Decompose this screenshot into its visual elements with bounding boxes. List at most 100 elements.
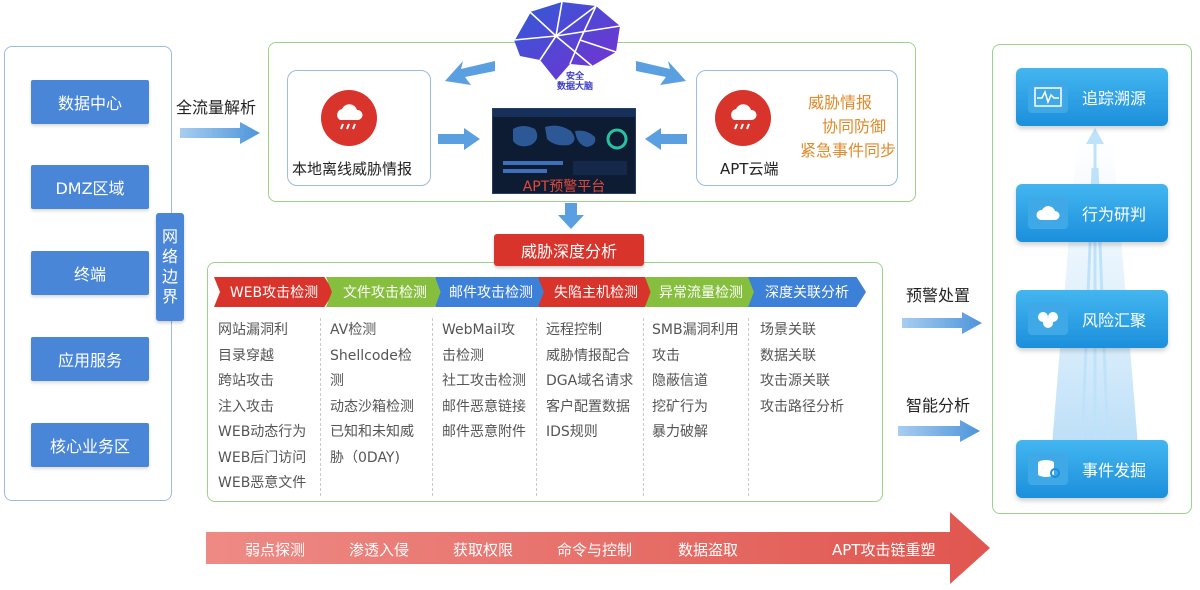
network-border-char: 界 bbox=[161, 287, 178, 306]
smart-analysis-label: 智能分析 bbox=[906, 396, 971, 415]
cloud-feature-sync: 紧急事件同步 bbox=[800, 141, 897, 160]
kill-chain-stage-reshape: APT攻击链重塑 bbox=[832, 541, 936, 559]
behavior-judgment-label: 行为研判 bbox=[1082, 205, 1147, 224]
list-item: WEB恶意文件 bbox=[218, 475, 307, 491]
rain-cloud-icon bbox=[321, 90, 377, 146]
compromised-host-list: 远程控制 威胁情报配合 DGA域名请求 客户配置数据 IDS规则 bbox=[546, 318, 633, 446]
zone-terminal[interactable]: 终端 bbox=[31, 251, 149, 295]
list-item: WEB后门访问 bbox=[218, 449, 307, 466]
local-to-platform-arrow bbox=[438, 128, 480, 150]
category-abnormal-traffic[interactable]: 异常流量检测 bbox=[645, 277, 757, 307]
category-web-attack[interactable]: WEB攻击检测 bbox=[214, 277, 334, 307]
kill-chain-stage-probe: 弱点探测 bbox=[245, 541, 306, 559]
category-deep-correlation[interactable]: 深度关联分析 bbox=[748, 277, 866, 307]
full-traffic-arrow bbox=[180, 122, 260, 144]
database-search-icon bbox=[1028, 453, 1068, 485]
list-item: 隐蔽信道 bbox=[652, 373, 708, 389]
alert-handling-arrow bbox=[902, 312, 982, 334]
network-border-bar: 网 络 边 界 bbox=[156, 213, 184, 321]
list-item: Shellcode检 bbox=[330, 347, 412, 364]
zone-dmz[interactable]: DMZ区域 bbox=[31, 165, 149, 209]
list-item: 测 bbox=[330, 373, 344, 389]
list-item: 场景关联 bbox=[760, 322, 816, 338]
brand-text: 安全 数据大脑 bbox=[540, 72, 610, 92]
list-item: DGA域名请求 bbox=[546, 373, 634, 389]
cloud-icon bbox=[1028, 197, 1068, 229]
list-item: SMB漏洞利用 bbox=[652, 322, 739, 338]
apt-cloud-label: APT云端 bbox=[720, 160, 779, 178]
platform-dashboard-image[interactable] bbox=[492, 108, 636, 194]
risk-aggregation-label: 风险汇聚 bbox=[1082, 311, 1147, 330]
event-discovery-label: 事件发掘 bbox=[1082, 461, 1147, 480]
list-item: 威胁情报配合 bbox=[546, 347, 630, 364]
pulse-chart-icon bbox=[1028, 81, 1068, 113]
full-traffic-label: 全流量解析 bbox=[176, 98, 257, 117]
list-item: 目录穿越 bbox=[218, 347, 274, 364]
list-item: 暴力破解 bbox=[652, 424, 708, 440]
file-attack-list: AV检测 Shellcode检 测 动态沙箱检测 已知和未知威 胁（0DAY) bbox=[330, 318, 414, 471]
list-item: 动态沙箱检测 bbox=[330, 398, 414, 415]
list-item: 攻击 bbox=[652, 347, 680, 364]
event-discovery-button[interactable]: 事件发掘 bbox=[1016, 440, 1168, 498]
category-mail-attack[interactable]: 邮件攻击检测 bbox=[435, 277, 547, 307]
list-item: 攻击路径分析 bbox=[760, 398, 844, 415]
category-file-attack[interactable]: 文件攻击检测 bbox=[326, 277, 444, 307]
kill-chain-stage-privilege: 获取权限 bbox=[453, 541, 514, 559]
list-item: AV检测 bbox=[330, 322, 377, 338]
column-divider bbox=[320, 318, 321, 496]
list-item: 已知和未知威 bbox=[330, 424, 414, 440]
list-item: IDS规则 bbox=[546, 424, 598, 440]
smart-analysis-arrow bbox=[898, 420, 980, 442]
list-item: 远程控制 bbox=[546, 322, 602, 338]
cluster-icon bbox=[1028, 303, 1068, 335]
column-divider bbox=[748, 318, 749, 496]
cloud-to-platform-arrow bbox=[645, 128, 687, 150]
zone-core-business[interactable]: 核心业务区 bbox=[31, 423, 149, 467]
cloud-feature-intel: 威胁情报 bbox=[808, 93, 873, 112]
list-item: 挖矿行为 bbox=[652, 398, 708, 415]
kill-chain-stage-intrusion: 渗透入侵 bbox=[349, 541, 410, 559]
list-item: 注入攻击 bbox=[218, 398, 274, 415]
local-intel-label: 本地离线威胁情报 bbox=[292, 160, 413, 178]
kill-chain-stage-exfil: 数据盗取 bbox=[678, 541, 739, 559]
brain-right-arrow bbox=[636, 61, 686, 85]
zone-data-center[interactable]: 数据中心 bbox=[31, 80, 149, 124]
kill-chain-stage-c2: 命令与控制 bbox=[557, 541, 633, 559]
list-item: 邮件恶意附件 bbox=[442, 424, 526, 440]
list-item: WEB动态行为 bbox=[218, 424, 307, 440]
column-divider bbox=[432, 318, 433, 496]
column-divider bbox=[643, 318, 644, 496]
list-item: 攻击源关联 bbox=[760, 373, 830, 389]
trace-source-button[interactable]: 追踪溯源 bbox=[1016, 68, 1168, 126]
category-compromised-host[interactable]: 失陷主机检测 bbox=[538, 277, 654, 307]
alert-handling-label: 预警处置 bbox=[906, 286, 971, 305]
platform-label: APT预警平台 bbox=[522, 179, 606, 195]
column-divider bbox=[536, 318, 537, 496]
deep-correlation-list: 场景关联 数据关联 攻击源关联 攻击路径分析 bbox=[760, 318, 844, 420]
list-item: 胁（0DAY) bbox=[330, 449, 400, 466]
rain-cloud-icon bbox=[715, 90, 771, 146]
list-item: 网站漏洞利 bbox=[218, 322, 288, 338]
zone-app-service[interactable]: 应用服务 bbox=[31, 337, 149, 381]
brain-left-arrow bbox=[445, 61, 495, 85]
brand-line1: 安全 bbox=[565, 72, 584, 82]
risk-aggregation-button[interactable]: 风险汇聚 bbox=[1016, 290, 1168, 348]
beam-up-arrows bbox=[1080, 128, 1110, 448]
deep-analysis-title[interactable]: 威胁深度分析 bbox=[494, 234, 644, 266]
security-brain-logo bbox=[513, 1, 621, 80]
list-item: 邮件恶意链接 bbox=[442, 398, 526, 415]
list-item: 数据关联 bbox=[760, 347, 816, 364]
list-item: 击检测 bbox=[442, 347, 484, 364]
network-border-char: 网 bbox=[161, 227, 178, 246]
list-item: 社工攻击检测 bbox=[442, 373, 526, 389]
cloud-feature-defense: 协同防御 bbox=[822, 117, 887, 136]
behavior-judgment-button[interactable]: 行为研判 bbox=[1016, 184, 1168, 242]
list-item: 跨站攻击 bbox=[218, 373, 274, 389]
list-item: WebMail攻 bbox=[442, 322, 515, 338]
kill-chain-arrow bbox=[206, 512, 990, 584]
abnormal-traffic-list: SMB漏洞利用 攻击 隐蔽信道 挖矿行为 暴力破解 bbox=[652, 318, 739, 446]
trace-source-label: 追踪溯源 bbox=[1082, 89, 1147, 108]
brand-line2: 数据大脑 bbox=[556, 82, 593, 92]
network-border-char: 络 bbox=[161, 247, 178, 266]
list-item: 客户配置数据 bbox=[546, 398, 630, 415]
